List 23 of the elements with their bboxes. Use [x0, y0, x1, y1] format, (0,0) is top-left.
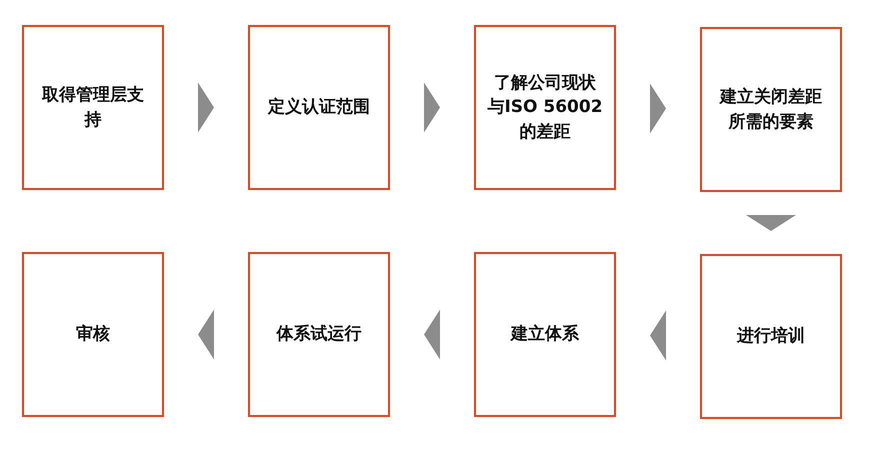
process-box	[700, 27, 842, 192]
step-label: 进行培训	[736, 325, 806, 348]
chevron-arrow	[424, 82, 440, 132]
step-label: 定义认证范围	[266, 96, 371, 120]
step-label: 建立体系	[509, 323, 580, 346]
chevron-arrow	[198, 82, 214, 132]
process-box	[248, 25, 390, 190]
step-label: 体系试运行	[275, 323, 362, 346]
process-box	[474, 25, 616, 190]
step-label: 了解公司现状与ISO 56002的差距	[486, 72, 604, 144]
chevron-arrow	[746, 215, 796, 231]
process-box	[700, 254, 842, 419]
process-box	[248, 252, 390, 417]
step-label: 建立关闭差距所需的要素	[718, 86, 823, 134]
process-box	[22, 252, 164, 417]
process-box	[474, 252, 616, 417]
chevron-arrow	[198, 310, 214, 360]
step-label: 审核	[75, 323, 111, 346]
process-box	[22, 25, 164, 190]
step-label: 取得管理层支持	[40, 84, 145, 132]
chevron-arrow	[424, 310, 440, 360]
chevron-arrow	[650, 84, 666, 134]
chevron-arrow	[650, 310, 666, 360]
